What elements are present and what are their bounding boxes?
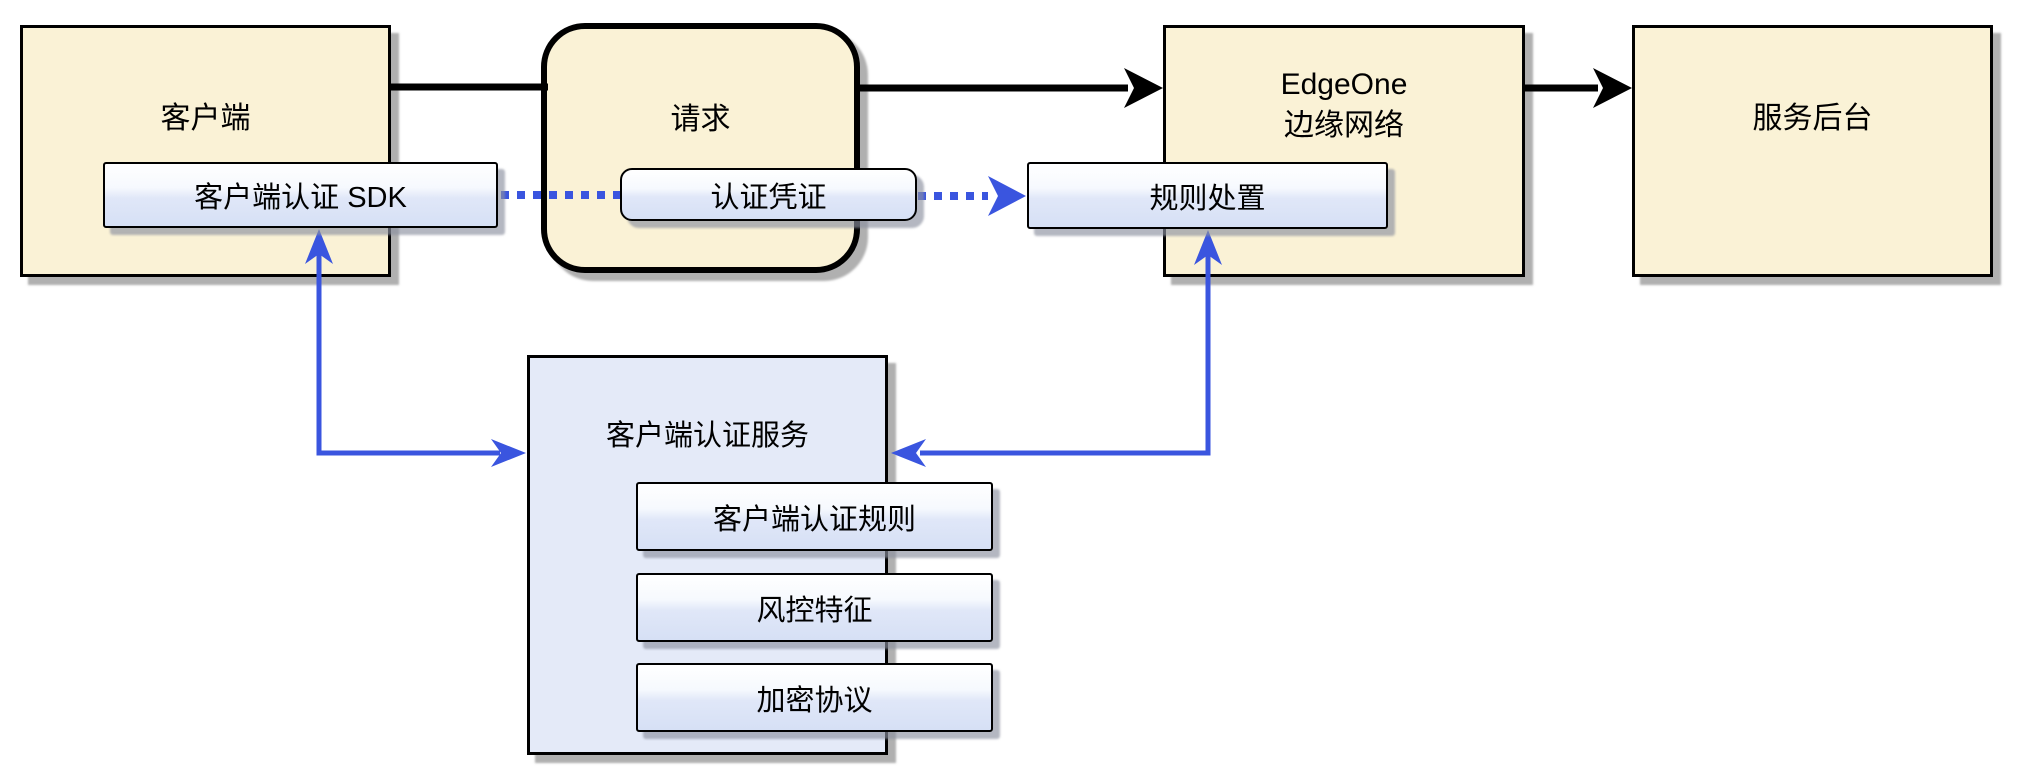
button-client-auth-rules: 客户端认证规则 bbox=[636, 482, 993, 551]
node-backend: 服务后台 bbox=[1632, 25, 1993, 277]
edge-edgeone-to-backend-arrowhead bbox=[1593, 68, 1632, 108]
button-encryption-protocol-label: 加密协议 bbox=[756, 684, 873, 717]
button-rule-handling: 规则处置 bbox=[1027, 162, 1388, 229]
edge-rule-to-service-up-arrowhead bbox=[1194, 230, 1222, 265]
button-risk-features-label: 风控特征 bbox=[756, 594, 873, 627]
node-request-label: 请求 bbox=[670, 103, 731, 136]
node-auth-service-label: 客户端认证服务 bbox=[605, 420, 809, 452]
button-auth-credential-label: 认证凭证 bbox=[710, 181, 827, 214]
node-backend-label: 服务后台 bbox=[1752, 102, 1873, 135]
button-client-auth-rules-label: 客户端认证规则 bbox=[712, 503, 916, 536]
button-encryption-protocol: 加密协议 bbox=[636, 663, 993, 732]
button-client-auth-sdk: 客户端认证 SDK bbox=[103, 162, 498, 228]
button-risk-features: 风控特征 bbox=[636, 573, 993, 642]
edge-sdk-to-service-right-arrowhead bbox=[491, 439, 526, 467]
button-auth-credential: 认证凭证 bbox=[620, 168, 917, 221]
edge-sdk-to-service-line bbox=[316, 247, 500, 456]
node-edgeone: EdgeOne 边缘网络 bbox=[1163, 25, 1525, 277]
edge-request-to-edgeone-arrowhead bbox=[1124, 68, 1163, 108]
edge-sdk-to-service-up-arrowhead bbox=[305, 229, 333, 264]
node-edgeone-label-line1: EdgeOne bbox=[1280, 68, 1408, 101]
edge-rule-to-service-line bbox=[920, 248, 1211, 456]
button-rule-handling-label: 规则处置 bbox=[1149, 182, 1266, 215]
node-auth-service: 客户端认证服务 bbox=[527, 355, 888, 755]
edge-rule-to-service-left-arrowhead bbox=[891, 439, 926, 467]
button-client-auth-sdk-label: 客户端认证 SDK bbox=[194, 182, 407, 214]
edge-credential-to-rule-arrowhead bbox=[988, 176, 1026, 216]
node-request: 请求 bbox=[541, 23, 860, 273]
node-edgeone-label: EdgeOne 边缘网络 bbox=[1166, 28, 1522, 146]
node-client: 客户端 bbox=[20, 25, 391, 277]
node-client-label: 客户端 bbox=[160, 102, 251, 135]
node-edgeone-label-line2: 边缘网络 bbox=[1284, 109, 1404, 142]
